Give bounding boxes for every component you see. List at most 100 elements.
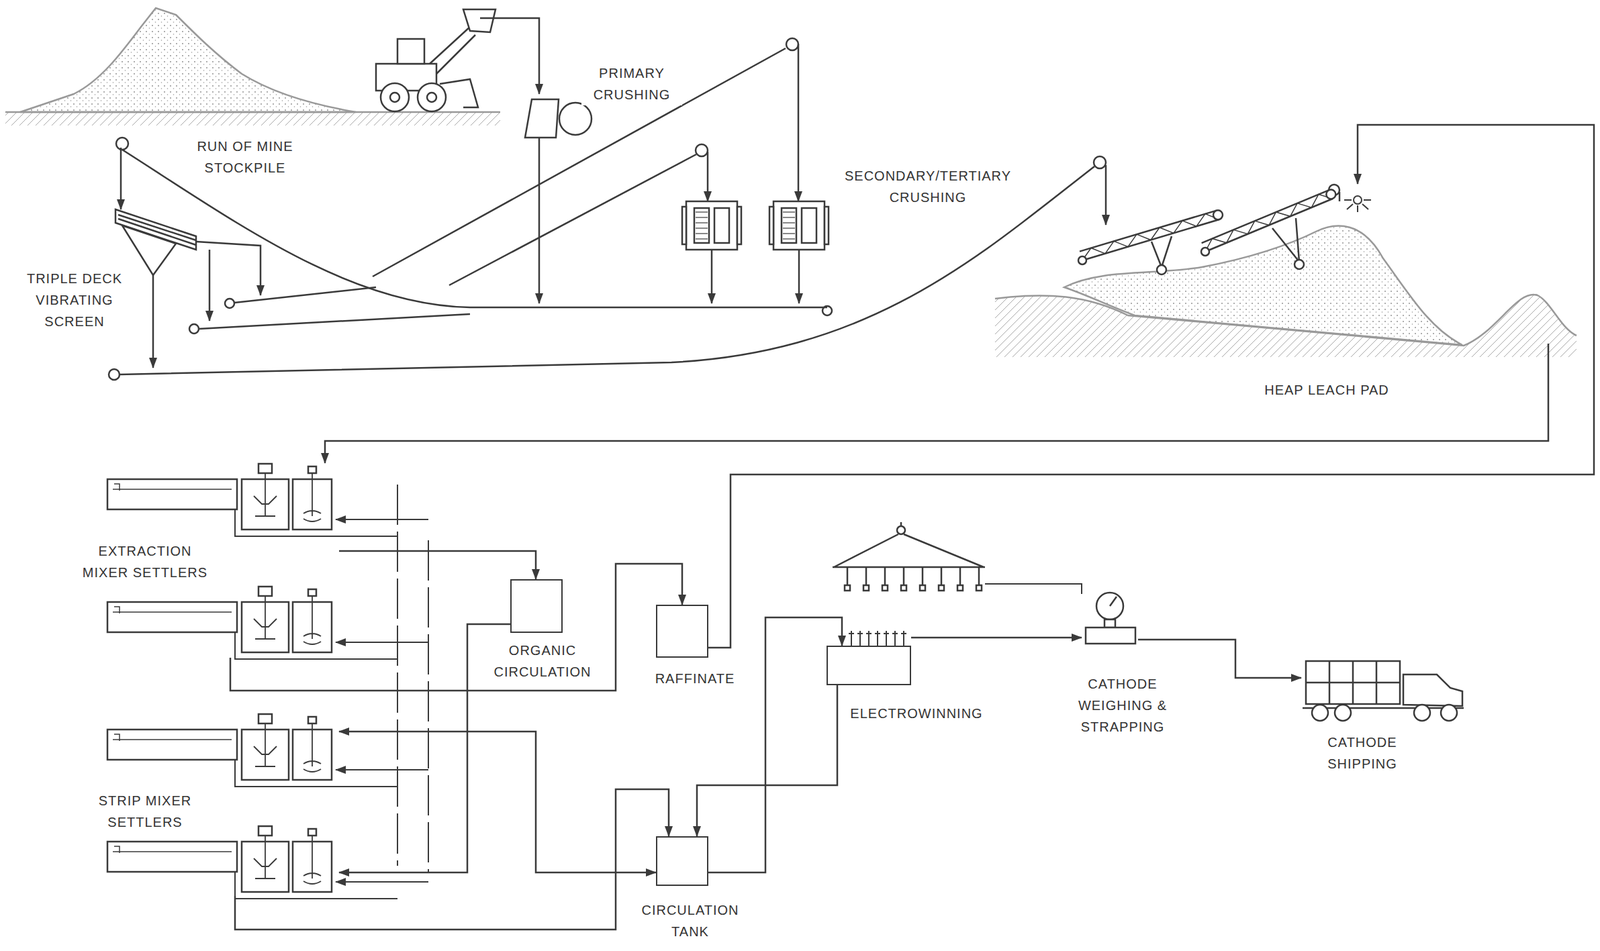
front-loader — [429, 26, 476, 74]
flow-line — [911, 637, 1082, 640]
roll-crusher — [782, 238, 795, 240]
mixer-settler — [107, 841, 238, 873]
conveyors — [198, 314, 470, 329]
conveyors — [707, 151, 710, 202]
organic-lines — [397, 484, 429, 873]
cathode-crane — [846, 567, 849, 586]
equipment-label: RAFFINATE — [653, 668, 738, 690]
front-loader — [417, 83, 446, 112]
equipment-area: CATHODE WEIGHING & STRAPPING — [1081, 590, 1139, 654]
mixer-settler — [308, 589, 317, 597]
cathode-crane — [978, 567, 981, 586]
mixer-settler — [335, 881, 429, 883]
mixer-settler — [112, 734, 232, 742]
roll-crusher — [782, 222, 795, 223]
truck — [1311, 704, 1329, 722]
truck — [1414, 704, 1431, 722]
cathode-crane — [865, 567, 868, 586]
radial-stacker — [1294, 259, 1304, 270]
equipment-label: PRIMARY CRUSHING — [581, 62, 683, 106]
mixer-settler — [234, 872, 398, 900]
stockpile — [5, 112, 501, 126]
equipment-label: EXTRACTION MIXER SETTLERS — [74, 540, 216, 584]
mixer-settler — [303, 723, 321, 773]
roll-crusher — [695, 227, 708, 229]
roll-crusher — [695, 216, 708, 218]
cathode-crane — [921, 567, 924, 586]
cathode-scale — [1109, 596, 1117, 607]
process-box: ELECTROWINNING — [826, 645, 912, 686]
mixer-settler — [258, 463, 272, 474]
mixer-settler — [234, 509, 398, 537]
radial-stacker — [1205, 194, 1333, 252]
roll-crusher — [737, 206, 742, 245]
cathode-crane — [832, 522, 1082, 646]
equipment-area: CATHODE SHIPPING — [1301, 657, 1465, 722]
front-loader — [463, 9, 496, 33]
cathode-crane — [884, 567, 887, 586]
conveyors — [786, 38, 799, 51]
conveyors — [224, 298, 235, 309]
equipment-label: ORGANIC CIRCULATION — [485, 639, 600, 683]
radial-stacker — [1201, 190, 1333, 252]
conveyors — [234, 287, 376, 303]
cathode-crane — [848, 631, 855, 646]
conveyors — [372, 48, 786, 277]
conveyors — [525, 99, 559, 138]
flow-line — [324, 343, 1549, 464]
equipment-label: TRIPLE DECK VIBRATING SCREEN — [19, 267, 131, 333]
cathode-crane — [919, 585, 926, 591]
truck — [1305, 661, 1400, 705]
mixer-settler — [335, 769, 429, 771]
front-loader — [439, 79, 479, 108]
roll-crusher — [695, 238, 708, 240]
flow-line — [234, 789, 669, 930]
roll-crusher — [695, 211, 708, 213]
equipment-area: HEAP LEACH PAD — [995, 183, 1549, 358]
conveyors — [116, 137, 129, 150]
equipment-area: TRIPLE DECK VIBRATING SCREEN — [114, 209, 195, 276]
equipment-label: CATHODE SHIPPING — [1311, 731, 1413, 775]
conveyors — [798, 249, 801, 304]
cathode-crane — [863, 585, 869, 591]
mixer-settler — [258, 826, 272, 836]
cathode-crane — [938, 585, 945, 591]
cathode-crane — [866, 631, 872, 646]
cathode-crane — [892, 631, 898, 646]
equipment-label: CATHODE WEIGHING & STRAPPING — [1068, 673, 1177, 738]
cathode-crane — [903, 567, 906, 586]
roll-crusher — [782, 227, 795, 229]
roll-crusher — [682, 206, 687, 245]
roll-crusher — [695, 222, 708, 223]
truck — [1403, 674, 1463, 707]
flow-line — [1138, 639, 1302, 679]
stockpile — [5, 8, 501, 126]
front-loader — [390, 92, 400, 103]
mixer-settler — [335, 641, 429, 644]
radial-stacker — [1272, 218, 1300, 262]
flow-line — [708, 124, 1594, 648]
cathode-crane — [883, 631, 889, 646]
conveyors — [1338, 192, 1341, 202]
stockpile — [20, 8, 356, 113]
equipment-area: RUN OF MINE STOCKPILE — [5, 6, 356, 113]
mixer-settler — [107, 463, 429, 900]
conveyors — [711, 249, 714, 304]
heap-leach-pad — [995, 294, 1577, 346]
roll-crusher — [695, 232, 708, 234]
radial-stacker — [1201, 247, 1210, 256]
mixer-settler — [258, 586, 272, 597]
sprinkler — [1344, 200, 1372, 213]
mixer-settler — [107, 602, 238, 633]
mixer-settler — [107, 479, 238, 510]
radial-stacker — [1079, 210, 1220, 261]
mixer-settler — [303, 473, 321, 522]
conveyors — [695, 144, 708, 157]
mixer-settler — [308, 717, 317, 724]
process-box: CIRCULATION TANK — [655, 836, 709, 887]
cathode-scale — [1096, 592, 1124, 620]
mixer-settler — [234, 760, 398, 787]
conveyors — [122, 225, 176, 276]
conveyors — [1105, 165, 1108, 225]
mixer-settler — [335, 519, 429, 521]
